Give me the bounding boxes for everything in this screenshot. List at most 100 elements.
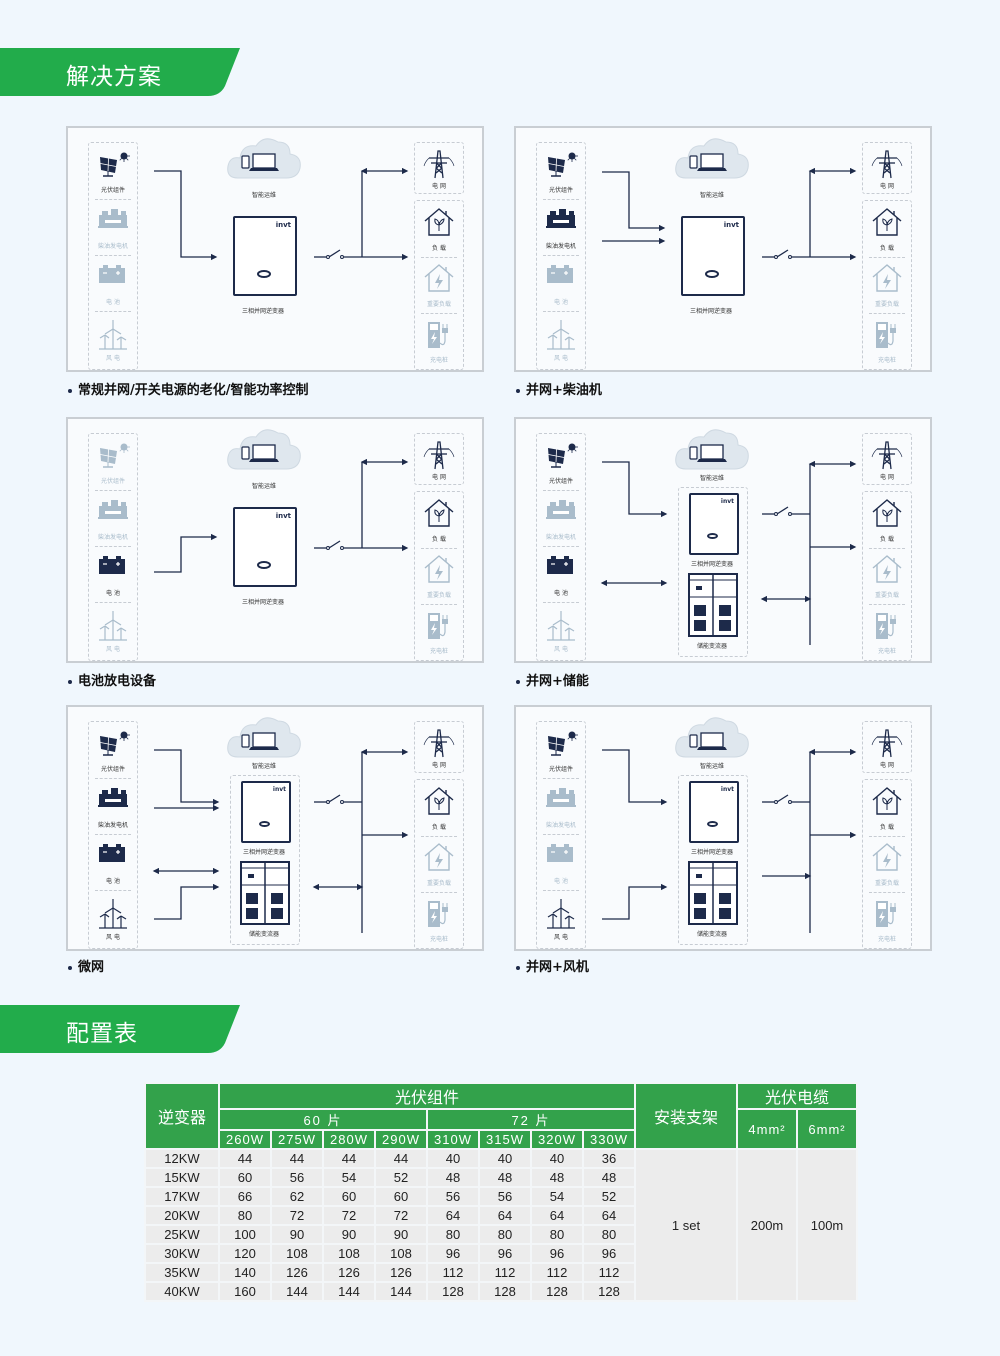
cell-cable-4mm: 200m (736, 1148, 798, 1302)
divider (869, 836, 905, 837)
cell-quantity: 40 (530, 1148, 584, 1169)
source-wind: 风 电 (89, 602, 137, 658)
house-bolt-icon (871, 263, 903, 297)
battery-icon (97, 263, 127, 289)
connection-line (154, 883, 220, 920)
wind-icon (97, 319, 129, 355)
house-bolt-icon (871, 842, 903, 876)
divider (869, 892, 905, 893)
header-watt: 315W (478, 1129, 532, 1150)
divider (543, 255, 579, 256)
brand-logo: invt (275, 221, 291, 229)
cell-quantity: 108 (374, 1243, 428, 1264)
target-load: 负 载 (415, 780, 463, 836)
wind-label: 风 电 (554, 646, 568, 653)
diesel-label: 柴油发电机 (545, 243, 576, 250)
cell-quantity: 54 (530, 1186, 584, 1207)
cell-quantity: 126 (322, 1262, 376, 1283)
cloud-icon (224, 713, 304, 767)
diesel-label: 柴油发电机 (97, 243, 128, 250)
cell-quantity: 72 (322, 1205, 376, 1226)
critical-load-label: 重要负载 (874, 301, 899, 308)
cell-quantity: 90 (270, 1224, 324, 1245)
connection-diagram (602, 167, 857, 261)
cloud-icon (672, 134, 752, 188)
source-battery: 电 池 (89, 834, 137, 890)
diesel-icon (545, 207, 577, 235)
diesel-label: 柴油发电机 (97, 822, 128, 829)
cell-model: 25KW (144, 1224, 220, 1245)
house-leaf-icon (423, 207, 455, 241)
target-load: 负 载 (863, 492, 911, 548)
inverter-label: 三相并网逆变器 (241, 599, 284, 606)
cell-quantity: 56 (426, 1186, 480, 1207)
grid-column: 电 网 (862, 433, 912, 485)
divider (95, 255, 131, 256)
house-bolt-icon (423, 554, 455, 588)
cell-quantity: 160 (218, 1281, 272, 1302)
critical-load-label: 重要负载 (426, 592, 451, 599)
charger-label: 充电桩 (877, 936, 896, 943)
divider (869, 548, 905, 549)
critical-load-label: 重要负载 (874, 880, 899, 887)
divider (869, 257, 905, 258)
divider (543, 546, 579, 547)
grid-label: 电 网 (880, 762, 894, 769)
pv-icon (545, 730, 579, 762)
cell-quantity: 90 (374, 1224, 428, 1245)
house-bolt-icon (423, 263, 455, 297)
grid-label: 电 网 (432, 474, 446, 481)
display-ring (259, 821, 270, 827)
charger-label: 充电桩 (429, 936, 448, 943)
switch-contact (788, 255, 792, 259)
source-battery: 电 池 (537, 546, 585, 602)
source-battery: 电 池 (89, 546, 137, 602)
pv-label: 光伏组件 (548, 187, 573, 194)
pcs-cabinet-icon (688, 861, 738, 929)
caption-text: 并网+风机 (526, 960, 589, 975)
header-pv-modules: 光伏组件 (218, 1082, 636, 1110)
target-critical-load: 重要负载 (415, 257, 463, 313)
cell-model: 40KW (144, 1281, 220, 1302)
cell-quantity: 72 (374, 1205, 428, 1226)
charger-label: 充电桩 (877, 357, 896, 364)
cell-quantity: 90 (322, 1224, 376, 1245)
power-tower-icon (423, 727, 455, 763)
banner-shape (0, 48, 240, 96)
pv-icon (97, 730, 131, 762)
cell-quantity: 144 (374, 1281, 428, 1302)
battery-icon (97, 842, 127, 868)
inverter-label: 三相并网逆变器 (690, 849, 733, 856)
cloud-label: 智能运维 (699, 475, 724, 482)
target-grid: 电 网 (415, 434, 463, 484)
header-watt: 330W (582, 1129, 636, 1150)
diesel-icon (97, 207, 129, 235)
brand-logo: invt (720, 786, 734, 793)
cell-quantity: 52 (374, 1167, 428, 1188)
cell-quantity: 56 (270, 1167, 324, 1188)
wind-icon (545, 319, 577, 355)
cell-quantity: 112 (582, 1262, 636, 1283)
ev-charger-icon (423, 898, 455, 934)
source-column: 光伏组件 柴油发电机 电 池 风 电 (536, 721, 586, 949)
house-leaf-icon (423, 498, 455, 532)
header-watt: 260W (218, 1129, 272, 1150)
cell-model: 15KW (144, 1167, 220, 1188)
source-wind: 风 电 (537, 311, 585, 367)
cell-quantity: 80 (582, 1224, 636, 1245)
banner-shape (0, 1005, 240, 1053)
battery-icon (545, 842, 575, 868)
source-diesel: 柴油发电机 (537, 199, 585, 255)
header-cable-4mm: 4mm² (736, 1108, 798, 1150)
battery-icon (545, 554, 575, 580)
caption-text: 常规并网/开关电源的老化/智能功率控制 (78, 383, 309, 398)
cell-quantity: 52 (582, 1186, 636, 1207)
cell-quantity: 54 (322, 1167, 376, 1188)
connection-line (328, 540, 341, 549)
target-critical-load: 重要负载 (415, 836, 463, 892)
cell-quantity: 72 (270, 1205, 324, 1226)
charger-label: 充电桩 (877, 648, 896, 655)
pcs-label: 储能变流器 (696, 643, 727, 650)
